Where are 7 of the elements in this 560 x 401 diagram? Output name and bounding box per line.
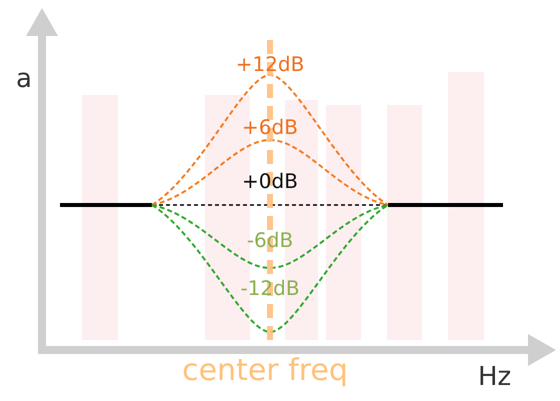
gain-label: -6dB <box>246 230 294 250</box>
gain-label: +6dB <box>242 117 298 137</box>
axis-label: a <box>16 66 32 92</box>
center-frequency-label: center freq <box>182 356 348 386</box>
gain-label: +0dB <box>242 171 298 191</box>
gain-label: +12dB <box>236 54 304 74</box>
axis-label: Hz <box>478 364 512 390</box>
